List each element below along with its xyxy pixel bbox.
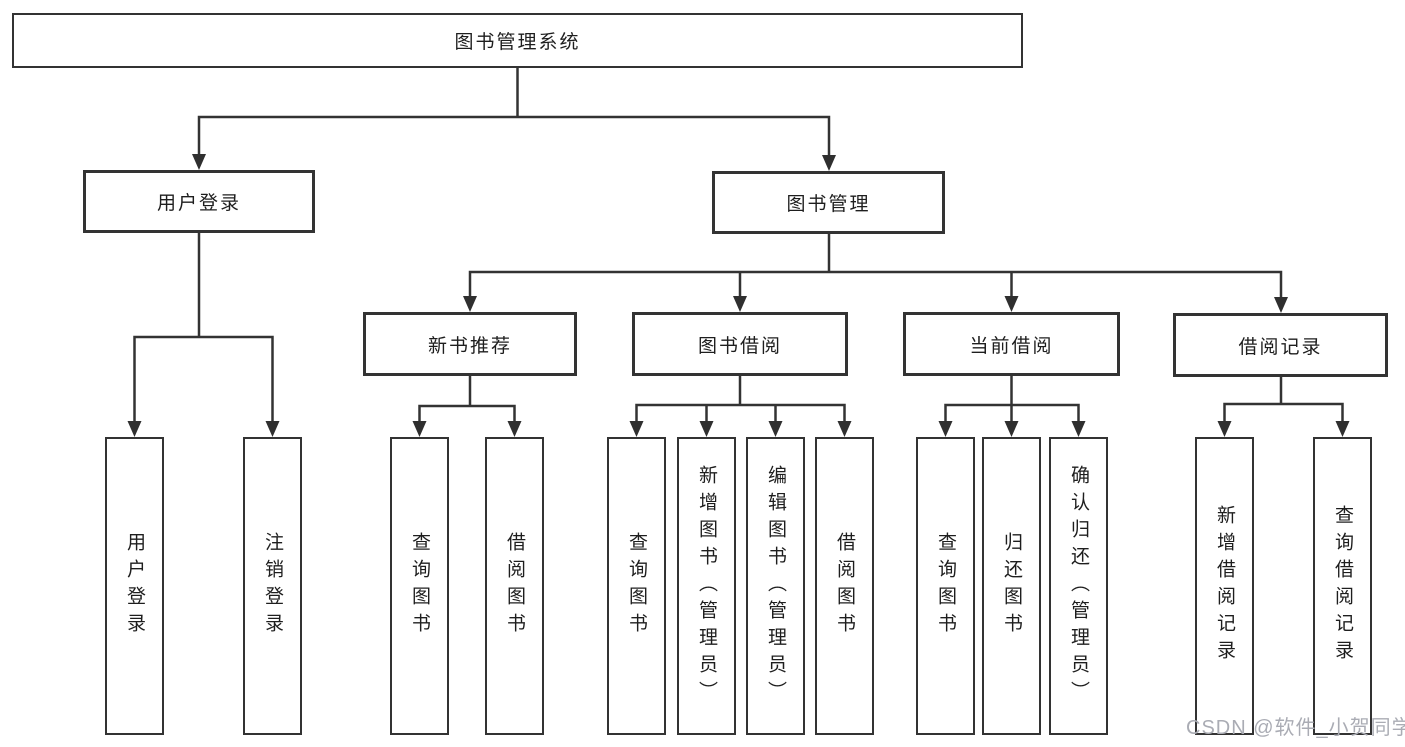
leaf-query-borrow-record: 查询借阅记录: [1313, 437, 1372, 735]
csdn-watermark: CSDN @软件_小贺同学: [1186, 717, 1405, 739]
node-new-book-recommend: 新书推荐: [363, 312, 577, 376]
leaf-add-borrow-record: 新增借阅记录: [1195, 437, 1254, 735]
node-library-management-system: 图书管理系统: [12, 13, 1023, 68]
leaf-borrow-books-recommend: 借阅图书: [485, 437, 544, 735]
leaf-add-books-admin: 新增图书（管理员）: [677, 437, 736, 735]
node-borrow-records: 借阅记录: [1173, 313, 1388, 377]
leaf-logout: 注销登录: [243, 437, 302, 735]
leaf-edit-books-admin: 编辑图书（管理员）: [746, 437, 805, 735]
leaf-borrow-books: 借阅图书: [815, 437, 874, 735]
leaf-query-books-recommend: 查询图书: [390, 437, 449, 735]
node-book-borrow: 图书借阅: [632, 312, 848, 376]
leaf-user-login: 用户登录: [105, 437, 164, 735]
leaf-return-books: 归还图书: [982, 437, 1041, 735]
node-current-borrow: 当前借阅: [903, 312, 1120, 376]
leaf-query-books-current: 查询图书: [916, 437, 975, 735]
leaf-confirm-return-admin: 确认归还（管理员）: [1049, 437, 1108, 735]
leaf-query-books-borrow: 查询图书: [607, 437, 666, 735]
node-user-login: 用户登录: [83, 170, 315, 233]
node-book-management: 图书管理: [712, 171, 945, 234]
